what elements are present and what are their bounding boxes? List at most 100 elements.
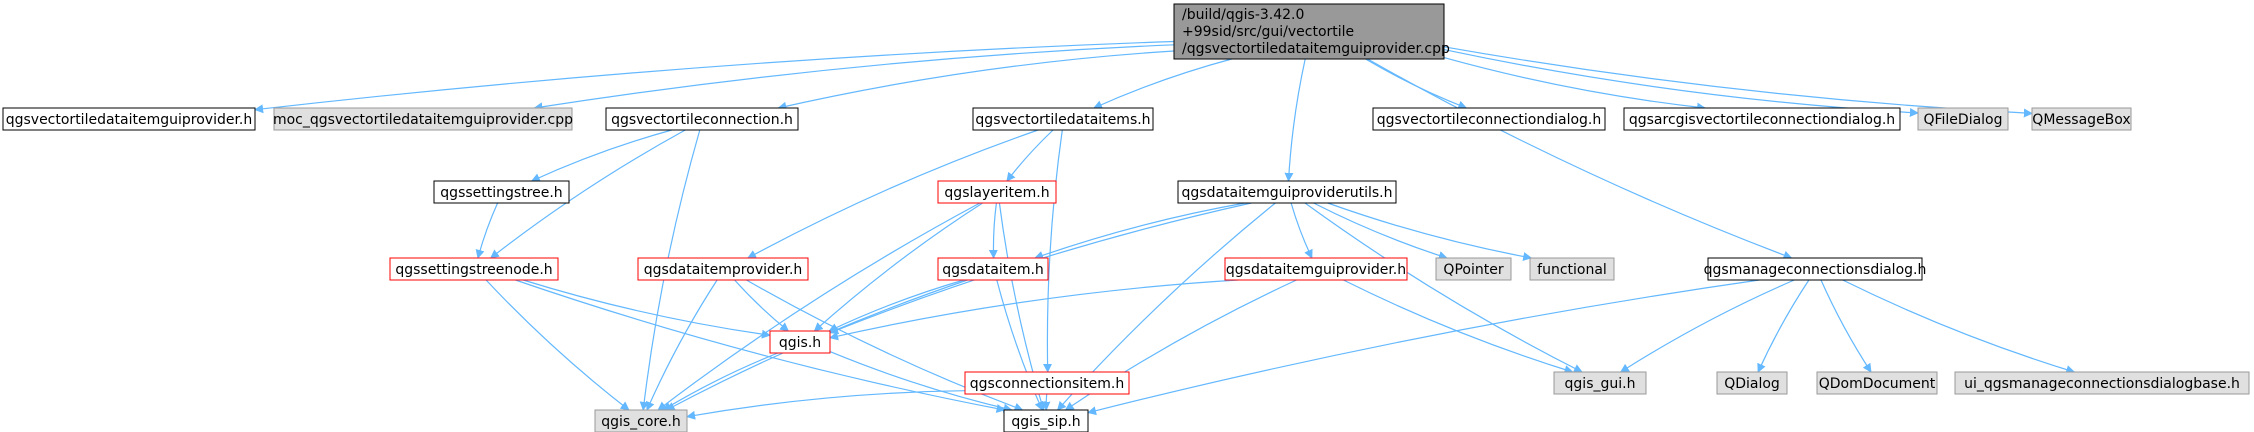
edge-manageconnectionsdialog_h-to-ui_manageconnectionsdialogbase_h [1842,279,2076,374]
node-box-dataitemguiproviderutils_h [1177,180,1397,204]
node-label-qdomdocument-0: QDomDocument [1819,376,1936,392]
node-dataitem_h[interactable]: qgsdataitem.h [937,257,1049,281]
node-label-functional-0: functional [1537,262,1607,278]
edge-dataitemguiproviderutils_h-to-functional [1327,202,1533,261]
edge-vtconn_h-to-settingstree_h [530,129,672,182]
node-vtdataitems_h[interactable]: qgsvectortiledataitems.h [972,107,1154,131]
node-vtconndialog_h[interactable]: qgsvectortileconnectiondialog.h [1372,107,1606,131]
node-arcgisvtconndialog_h[interactable]: qgsarcgisvectortileconnectiondialog.h [1623,107,1901,131]
node-box-vtdataitems_h [972,107,1154,131]
node-root[interactable]: /build/qgis-3.42.0+99sid/src/gui/vectort… [1173,3,1450,60]
node-box-functional [1529,257,1615,281]
node-label-qdialog-0: QDialog [1724,376,1780,392]
node-box-qmessagebox [2031,107,2132,131]
node-box-moc_cpp [273,107,573,131]
node-connectionsitem_h[interactable]: qgsconnectionsitem.h [964,371,1130,395]
node-box-qfiledialog [1917,107,2009,131]
node-vtdigp_h[interactable]: qgsvectortiledataitemguiprovider.h [2,107,256,131]
node-moc_cpp[interactable]: moc_qgsvectortiledataitemguiprovider.cpp [273,107,573,131]
node-label-root-1: +99sid/src/gui/vectortile [1182,24,1354,40]
node-box-vtconndialog_h [1372,107,1606,131]
node-label-qgis_gui_h-0: qgis_gui.h [1565,376,1636,392]
edge-vtdataitems_h-to-dataitemprovider_h [747,129,1039,259]
node-box-arcgisvtconndialog_h [1623,107,1901,131]
edge-dataitemguiproviderutils_h-to-dataitemguiprovider_h [1290,202,1313,259]
edge-connectionsitem_h-to-qgis_sip_h [1041,393,1051,411]
node-qmessagebox[interactable]: QMessageBox [2031,107,2132,131]
edge-root-to-dataitemguiproviderutils_h [1284,58,1306,182]
node-label-qmessagebox-0: QMessageBox [2032,112,2130,128]
edge-manageconnectionsdialog_h-to-qgis_sip_h [1087,279,1760,416]
node-box-qgis_gui_h [1553,371,1647,395]
node-qgis_sip_h[interactable]: qgis_sip.h [1003,409,1089,432]
node-settingstree_h[interactable]: qgssettingstree.h [433,180,570,204]
edge-layeritem_h-to-qgis_core_h [657,202,981,411]
edge-dataitemguiprovider_h-to-qgis_h [829,279,1239,341]
node-qpointer[interactable]: QPointer [1435,257,1512,281]
node-ui_manageconnectionsdialogbase_h[interactable]: ui_qgsmanageconnectionsdialogbase.h [1954,371,2250,395]
node-box-qgis_core_h [594,409,688,432]
node-box-vtdigp_h [2,107,256,131]
node-label-dataitemguiproviderutils_h-0: qgsdataitemguiproviderutils.h [1182,185,1393,201]
node-label-qfiledialog-0: QFileDialog [1923,112,2002,128]
node-label-root-2: /qgsvectortiledataitemguiprovider.cpp [1182,41,1450,57]
edge-settingstreenode_h-to-qgis_core_h [485,279,630,411]
edge-root-to-qmessagebox [1443,46,2033,118]
node-box-ui_manageconnectionsdialogbase_h [1954,371,2250,395]
edge-vtdataitems_h-to-layeritem_h [1006,129,1054,182]
edge-root-to-vtdigp_h [254,40,1175,114]
node-label-manageconnectionsdialog_h-0: qgsmanageconnectionsdialog.h [1704,262,1927,278]
node-label-qgis_core_h-0: qgis_core.h [601,414,681,430]
edge-vtconn_h-to-settingstreenode_h [489,129,686,259]
node-box-qgis_sip_h [1003,409,1089,432]
node-dataitemguiprovider_h[interactable]: qgsdataitemguiprovider.h [1224,257,1408,281]
node-label-arcgisvtconndialog_h-0: qgsarcgisvectortileconnectiondialog.h [1629,112,1895,128]
edge-root-to-arcgisvtconndialog_h [1443,57,1706,112]
node-vtconn_h[interactable]: qgsvectortileconnection.h [605,107,799,131]
node-qgis_core_h[interactable]: qgis_core.h [594,409,688,432]
edge-vtdataitems_h-to-connectionsitem_h [1043,129,1063,373]
edge-dataitemprovider_h-to-qgis_core_h [646,279,718,411]
edges-layer [254,40,2076,420]
edge-manageconnectionsdialog_h-to-qdialog [1757,279,1810,373]
node-box-qdialog [1716,371,1788,395]
node-qdomdocument[interactable]: QDomDocument [1816,371,1938,395]
node-box-qdomdocument [1816,371,1938,395]
node-label-dataitemprovider_h-0: qgsdataitemprovider.h [644,262,803,278]
edge-dataitemprovider_h-to-qgis_h [734,279,790,332]
node-box-connectionsitem_h [964,371,1130,395]
node-label-layeritem_h-0: qgslayeritem.h [944,185,1049,201]
node-label-moc_cpp-0: moc_qgsvectortiledataitemguiprovider.cpp [273,112,573,128]
node-box-dataitemguiprovider_h [1224,257,1408,281]
node-box-settingstreenode_h [389,257,559,281]
node-layeritem_h[interactable]: qgslayeritem.h [937,180,1057,204]
node-settingstreenode_h[interactable]: qgssettingstreenode.h [389,257,559,281]
edge-dataitemprovider_h-to-qgis_sip_h [746,279,1024,412]
node-functional[interactable]: functional [1529,257,1615,281]
nodes-layer: /build/qgis-3.42.0+99sid/src/gui/vectort… [2,3,2250,432]
node-box-manageconnectionsdialog_h [1707,257,1923,281]
node-dataitemguiproviderutils_h[interactable]: qgsdataitemguiproviderutils.h [1177,180,1397,204]
node-box-qgis_h [769,330,831,354]
node-label-dataitemguiprovider_h-0: qgsdataitemguiprovider.h [1226,262,1406,278]
edge-dataitemguiproviderutils_h-to-qgis_gui_h [1304,202,1583,373]
node-box-root [1173,3,1445,60]
edge-qgis_h-to-qgis_sip_h [829,351,1013,413]
node-qgis_gui_h[interactable]: qgis_gui.h [1553,371,1647,395]
node-qgis_h[interactable]: qgis.h [769,330,831,354]
node-manageconnectionsdialog_h[interactable]: qgsmanageconnectionsdialog.h [1704,257,1927,281]
edge-settingstreenode_h-to-qgis_h [522,279,771,339]
node-box-settingstree_h [433,180,570,204]
edge-dataitem_h-to-qgis_h [828,279,965,332]
node-qdialog[interactable]: QDialog [1716,371,1788,395]
node-label-vtconndialog_h-0: qgsvectortileconnectiondialog.h [1377,112,1602,128]
node-dataitemprovider_h[interactable]: qgsdataitemprovider.h [637,257,809,281]
edge-layeritem_h-to-dataitem_h [988,202,998,259]
node-label-vtdigp_h-0: qgsvectortiledataitemguiprovider.h [6,112,253,128]
node-label-settingstree_h-0: qgssettingstree.h [440,185,562,201]
node-qfiledialog[interactable]: QFileDialog [1917,107,2009,131]
node-label-vtconn_h-0: qgsvectortileconnection.h [611,112,793,128]
edge-manageconnectionsdialog_h-to-qdomdocument [1820,279,1872,373]
node-label-qgis_sip_h-0: qgis_sip.h [1011,414,1080,430]
